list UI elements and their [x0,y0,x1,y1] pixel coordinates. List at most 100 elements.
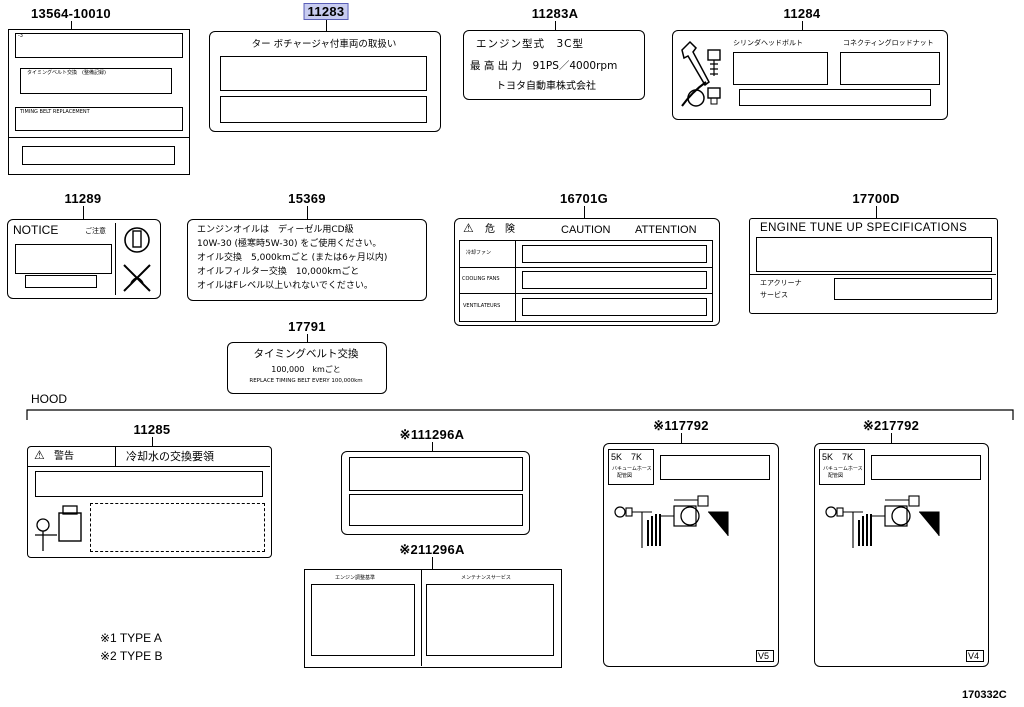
oil-filter-interval-text: オイルフィルター交換 10,000kmごと [197,267,360,277]
label-field-group: 冷却ファン COOLING FANS VENTILATEURS [459,240,713,322]
label-217792: 5K 7K バキュームホース 配管図 V4 [814,443,989,667]
leader-line [802,21,803,31]
label-111296a [341,451,530,535]
label-field [522,245,707,263]
warning-triangle-icon: ⚠ [34,448,45,462]
label-field [35,471,263,497]
cooling-fans-text: COOLING FANS [462,276,500,282]
part-number-17700d: 17700D [852,191,900,206]
coolant-replacement-title: 冷却水の交換要領 [126,450,214,463]
label-13564-10010: -3 タイミングベルト交換 (整備記録) TIMING BELT REPLACE… [8,29,190,175]
label-text: -3 [18,33,23,39]
maintenance-service-text: メンテナンスサービス [461,575,511,581]
warning-triangle-icon: ⚠ [463,221,474,235]
cylinder-head-bolt-text: シリンダヘッドボルト [733,39,803,47]
variant-code-box: V4 [966,650,984,662]
vacuum-hose-diagram-icon [825,495,940,548]
attention-text: ATTENTION [635,224,697,236]
variant-code-text: V4 [968,651,980,661]
vacuum-hose-text: バキュームホース [612,466,652,472]
cooling-fan-jp-text: 冷却ファン [466,250,492,256]
label-15369: エンジンオイルは ディーゼル用CD級 10W-30 (極寒時5W-30) をご使… [187,219,427,301]
legend-type-a: ※1 TYPE A [100,631,162,645]
diagram-id: 170332C [962,689,1007,701]
vacuum-hose-diagram-icon [614,495,729,548]
variant-code-text: V5 [758,651,770,661]
label-16701g: ⚠ 危 険 CAUTION ATTENTION 冷却ファン COOLING FA… [454,218,720,326]
leader-line [555,21,556,31]
label-field [90,503,265,552]
label-211296a: エンジン調整基準 メンテナンスサービス [304,569,562,668]
timing-belt-replace-text: タイミングベルト交換 [253,348,359,360]
leader-line [432,557,433,570]
engine-code-text: 5K 7K [611,452,643,462]
label-11284: シリンダヘッドボルト コネクティングロッドナット [672,30,948,120]
part-number-117792: ※117792 [653,418,709,433]
hood-bracket [26,409,1014,420]
label-field [426,584,554,656]
label-field [840,52,940,85]
wrench-bolt-icon [681,40,721,107]
notice-text: NOTICE [13,223,59,237]
leader-line [83,206,84,220]
leader-line [432,442,433,452]
engine-code-text: 5K 7K [822,452,854,462]
engine-model-text: エンジン型式 3C型 [476,38,585,50]
caution-jp-text: ご注意 [85,227,106,235]
label-11289: NOTICE ご注意 [7,219,161,299]
service-text: サービス [760,291,788,299]
timing-belt-interval-text: 100,000 kmごと [271,365,341,374]
part-number-16701g: 16701G [559,191,609,206]
timing-belt-en-text: TIMING BELT REPLACEMENT [20,109,90,115]
leader-line [152,437,153,447]
label-field [220,56,427,91]
leader-line [307,334,308,343]
part-number-11283-highlighted[interactable]: 11283 [303,3,349,20]
label-11283: ター ボチャージャ付車両の取扱い [209,31,441,132]
part-number-11284: 11284 [783,6,821,21]
max-output-text: 最 高 出 力 91PS／4000rpm [470,60,618,72]
piping-diagram-text: 配管図 [617,473,633,479]
radiator-cap-icon [35,505,82,551]
label-field [220,96,427,123]
label-field [25,275,97,288]
label-field [522,271,707,289]
air-cleaner-text: エアクリーナ [760,279,802,287]
label-field: 5K 7K バキュームホース 配管図 [819,449,865,485]
label-field: -3 [15,33,183,58]
piping-diagram-text: 配管図 [828,473,844,479]
part-number-13564-10010: 13564-10010 [31,6,111,21]
label-17791: タイミングベルト交換 100,000 kmごと REPLACE TIMING B… [227,342,387,394]
turbo-handling-title: ター ボチャージャ付車両の取扱い [251,39,397,50]
toyota-company-text: トヨタ自動車株式会社 [496,81,596,92]
divider [9,137,189,138]
leader-line [326,20,327,32]
part-number-217792: ※217792 [862,418,920,433]
part-number-15369: 15369 [288,191,326,206]
label-field: TIMING BELT REPLACEMENT [15,107,183,131]
label-field [733,52,828,85]
label-11283a: エンジン型式 3C型 最 高 出 力 91PS／4000rpm トヨタ自動車株式… [463,30,645,100]
label-17700d: ENGINE TUNE UP SPECIFICATIONS エアクリーナ サービ… [749,218,998,314]
hood-group-label: HOOD [31,392,67,406]
part-number-111296a: ※111296A [399,427,465,442]
label-field [660,455,770,480]
label-field: 5K 7K バキュームホース 配管図 [608,449,654,485]
leader-line [876,206,877,219]
vacuum-hose-text: バキュームホース [823,466,863,472]
part-number-17791: 17791 [288,319,326,334]
timing-belt-en-text: REPLACE TIMING BELT EVERY 100,000km [249,378,363,384]
part-number-11289: 11289 [64,191,102,206]
leader-line [891,433,892,444]
leader-line [681,433,682,444]
oil-viscosity-text: 10W-30 (極寒時5W-30) をご使用ください。 [197,239,382,249]
danger-jp-text: 危 険 [485,224,515,235]
oil-no-fire-icon [123,227,151,292]
label-field [349,457,523,491]
connecting-rod-nut-text: コネクティングロッドナット [843,39,934,47]
engine-tune-up-title: ENGINE TUNE UP SPECIFICATIONS [760,222,968,234]
label-field [15,244,112,274]
caution-text: CAUTION [561,224,611,236]
divider [115,223,116,295]
label-11285: ⚠ 警告 冷却水の交換要領 [27,446,272,558]
